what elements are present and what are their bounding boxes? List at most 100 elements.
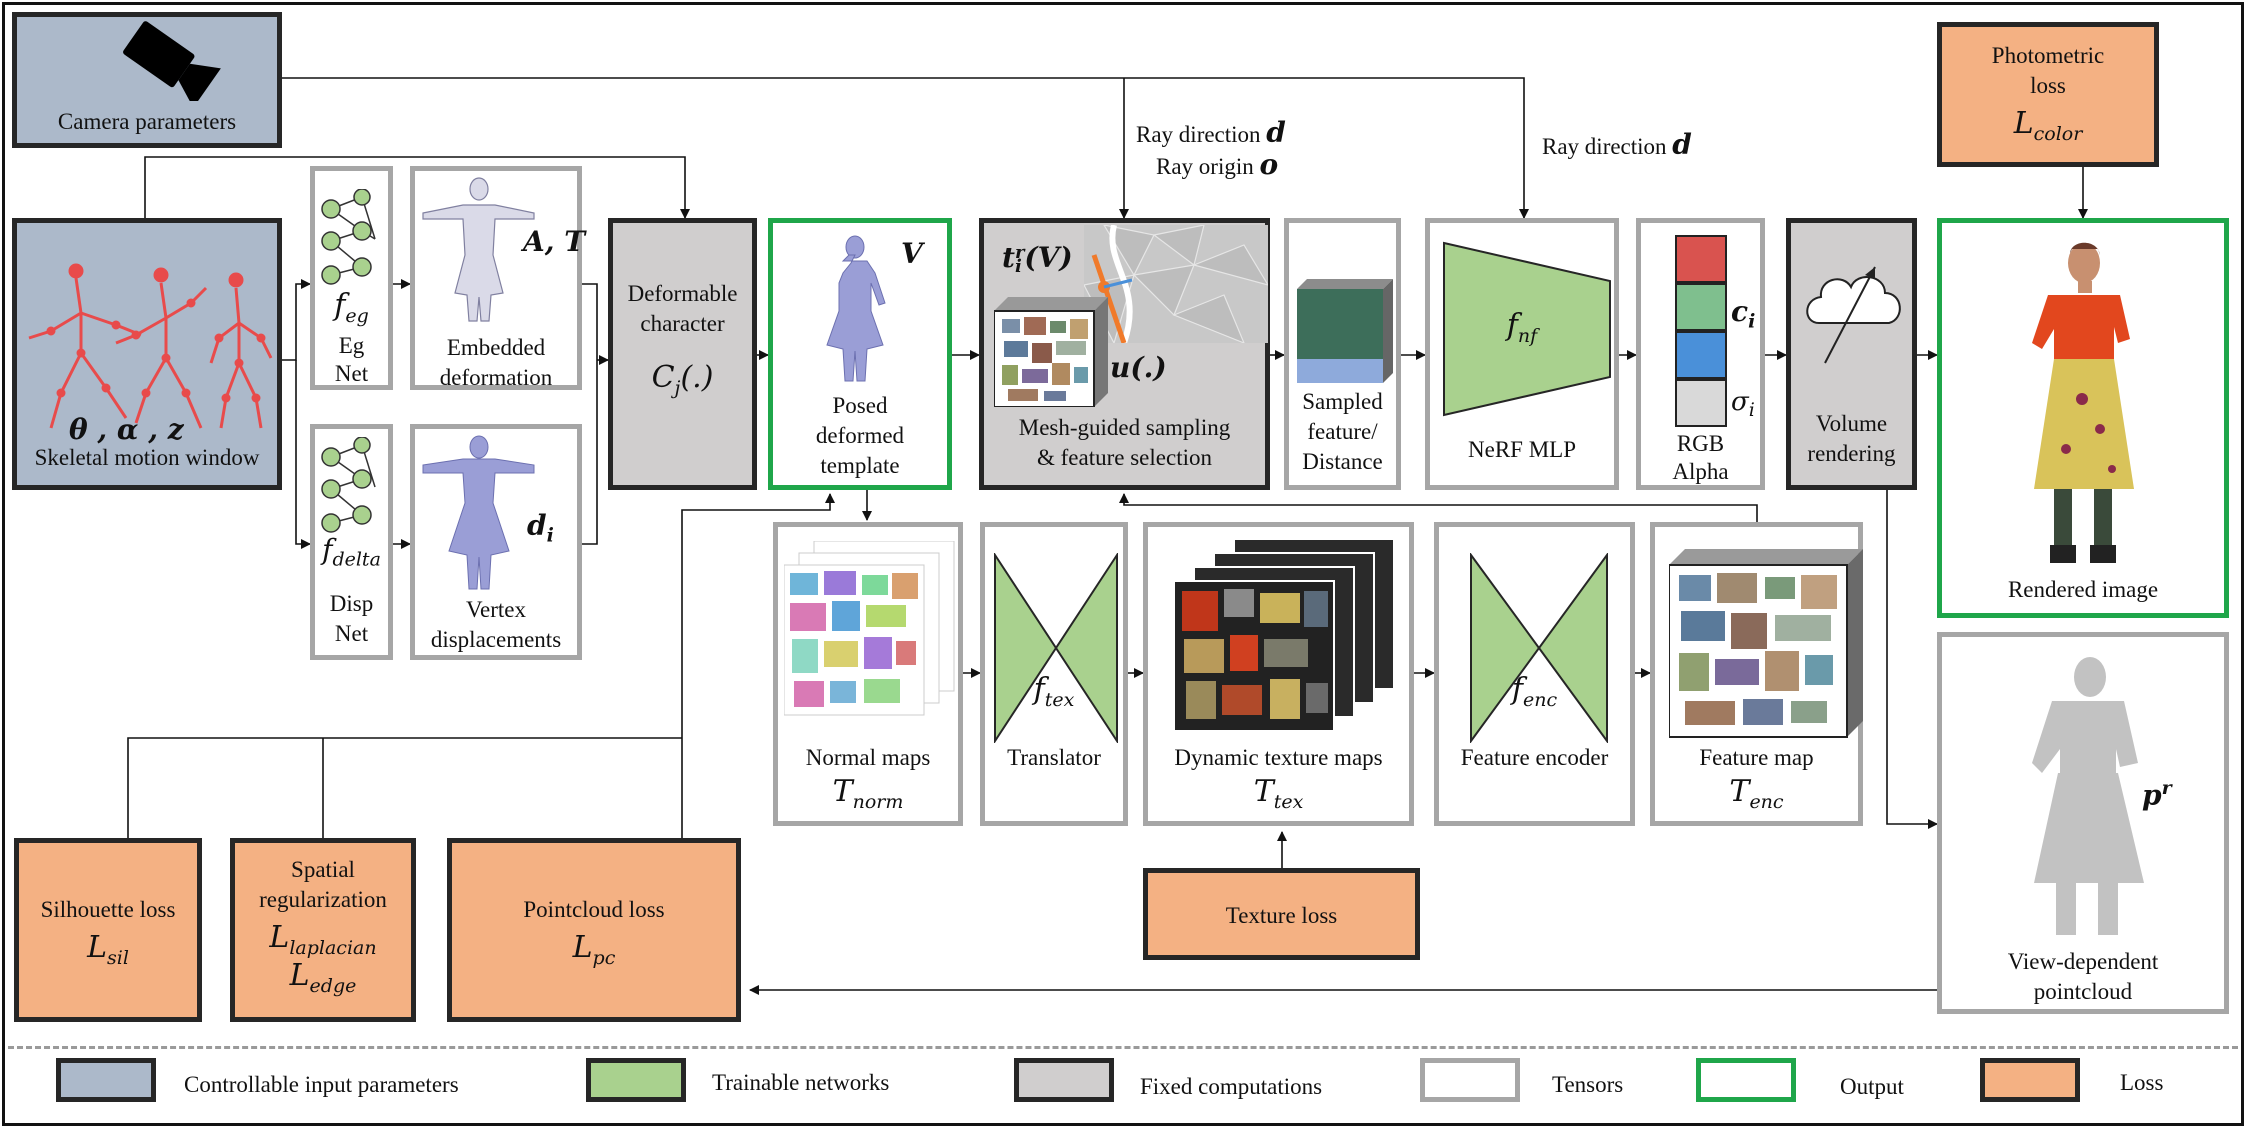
feature-encoder-shape	[1470, 553, 1608, 743]
disp-net-symbol: fdelta	[322, 533, 381, 571]
legend-label-loss: Loss	[2120, 1070, 2164, 1095]
pointcloud-loss-symbol: Lpc	[572, 930, 616, 970]
dynamic-texture-box: Dynamic texture maps Ttex	[1143, 522, 1414, 826]
rgb-label1: RGB	[1676, 431, 1725, 456]
deformable-symbol: Cj(.)	[651, 360, 714, 400]
skeleton-figures	[28, 263, 273, 429]
pointcloud-symbol: pr	[2142, 777, 2172, 812]
ray1-line2: Ray origin	[1156, 154, 1254, 179]
legend-swatch-tensor	[1420, 1058, 1520, 1102]
embedded-symbol: A, T	[523, 225, 586, 258]
pointcloud-label1: View-dependent	[2007, 949, 2159, 974]
rgb-alpha-stack	[1675, 235, 1727, 427]
nerf-label: NeRF MLP	[1468, 437, 1576, 462]
eg-net-box: feg Eg Net	[310, 166, 393, 390]
mesh-sampling-label1: Mesh-guided sampling	[1018, 415, 1231, 440]
pointcloud-label2: pointcloud	[2033, 979, 2133, 1004]
ray2-sym1: d	[1672, 128, 1692, 161]
vertex-symbol: di	[527, 509, 554, 547]
legend-label-tensor: Tensors	[1552, 1072, 1624, 1097]
feature-map-box: Feature map Tenc	[1650, 522, 1863, 826]
translator-box: ftex Translator	[980, 522, 1128, 826]
legend-label-input: Controllable input parameters	[184, 1072, 459, 1097]
feature-encoder-label: Feature encoder	[1460, 745, 1609, 770]
silhouette-symbol: Lsil	[87, 930, 129, 970]
legend-divider	[8, 1046, 2238, 1049]
skeleton-symbols: θ , α , z	[69, 413, 184, 446]
skeletal-motion-box: θ , α , z Skeletal motion window	[12, 218, 282, 490]
sampled-label1: Sampled	[1302, 389, 1383, 414]
pointcloud-box: pr View-dependent pointcloud	[1937, 632, 2229, 1014]
dynamic-texture-symbol: Ttex	[1253, 774, 1304, 814]
feature-map-image	[1669, 549, 1863, 738]
texture-loss-label: Texture loss	[1225, 903, 1338, 928]
eg-net-label2: Net	[334, 361, 369, 386]
ray1-sym2: o	[1259, 148, 1279, 181]
silhouette-label: Silhouette loss	[40, 897, 176, 922]
feature-map-symbol: Tenc	[1729, 774, 1784, 814]
silhouette-loss-box: Silhouette loss Lsil	[14, 838, 202, 1022]
rgb-sigma-symbol: σi	[1731, 387, 1755, 422]
vertex-displacements-box: di Vertex displacements	[410, 424, 582, 660]
disp-net-label2: Net	[334, 621, 369, 646]
pointcloud-loss-label: Pointcloud loss	[523, 897, 665, 922]
posed-template-box: V Posed deformed template	[768, 218, 952, 490]
photometric-label1: Photometric	[1991, 43, 2105, 68]
eg-net-label1: Eg	[338, 333, 365, 358]
posed-figure-image	[826, 235, 886, 382]
normal-maps-symbol: Tnorm	[832, 774, 904, 814]
deformable-character-box: Deformable character Cj(.)	[608, 218, 757, 490]
ray1-sym1: d	[1266, 116, 1286, 149]
sampled-label3: Distance	[1302, 449, 1383, 474]
network-icon	[321, 437, 376, 533]
posed-label1: Posed	[832, 393, 888, 418]
nerf-mlp-shape	[1443, 241, 1611, 417]
translator-label: Translator	[1007, 745, 1101, 770]
normal-maps-image	[784, 541, 955, 716]
legend-swatch-input	[56, 1058, 156, 1102]
posed-symbol: V	[901, 237, 923, 270]
ray-direction-origin-label: Ray direction d Ray origin o	[1136, 118, 1286, 182]
eg-net-symbol: feg	[334, 288, 369, 328]
camera-parameters-box: Camera parameters	[12, 12, 282, 148]
normal-maps-box: Normal maps Tnorm	[773, 522, 963, 826]
camera-icon	[123, 21, 221, 101]
rgb-label2: Alpha	[1672, 459, 1729, 484]
network-icon	[321, 189, 376, 285]
spatial-symbol2: Ledge	[289, 958, 357, 998]
sampled-label2: feature/	[1307, 419, 1378, 444]
skeleton-label: Skeletal motion window	[34, 445, 260, 470]
disp-net-label1: Disp	[329, 591, 374, 616]
ray-direction-label: Ray direction d	[1542, 130, 1692, 162]
legend-swatch-loss	[1980, 1058, 2080, 1102]
pointcloud-image	[2032, 657, 2144, 935]
texture-loss-box: Texture loss	[1143, 868, 1420, 960]
legend-swatch-train	[586, 1058, 686, 1102]
sampled-feature-box: Sampled feature/ Distance	[1284, 218, 1401, 490]
ray1-line1: Ray direction	[1136, 122, 1261, 147]
feature-encoder-box: fenc Feature encoder	[1434, 522, 1635, 826]
pointcloud-loss-box: Pointcloud loss Lpc	[447, 838, 741, 1022]
rendered-label: Rendered image	[2007, 577, 2159, 602]
volume-rendering-box: Volume rendering	[1786, 218, 1917, 490]
rgb-c-symbol: ci	[1731, 295, 1756, 333]
photometric-loss-box: Photometric loss Lcolor	[1937, 22, 2159, 167]
mesh-sampling-label2: & feature selection	[1037, 445, 1212, 470]
cloud-icon	[1806, 266, 1901, 364]
texture-cube-image	[994, 297, 1108, 407]
embedded-label2: deformation	[439, 365, 553, 390]
mesh-sampling-u-symbol: u(.)	[1110, 351, 1167, 384]
spatial-label1: Spatial	[291, 857, 355, 882]
ray2-line1: Ray direction	[1542, 134, 1667, 159]
dynamic-texture-image	[1174, 539, 1395, 732]
nerf-mlp-box: fnf NeRF MLP	[1425, 218, 1619, 490]
posed-label2: deformed	[815, 423, 905, 448]
deformable-label2: character	[640, 311, 725, 336]
legend-label-output: Output	[1840, 1074, 1904, 1099]
photometric-symbol: Lcolor	[2013, 106, 2083, 146]
dynamic-texture-label: Dynamic texture maps	[1174, 745, 1383, 770]
